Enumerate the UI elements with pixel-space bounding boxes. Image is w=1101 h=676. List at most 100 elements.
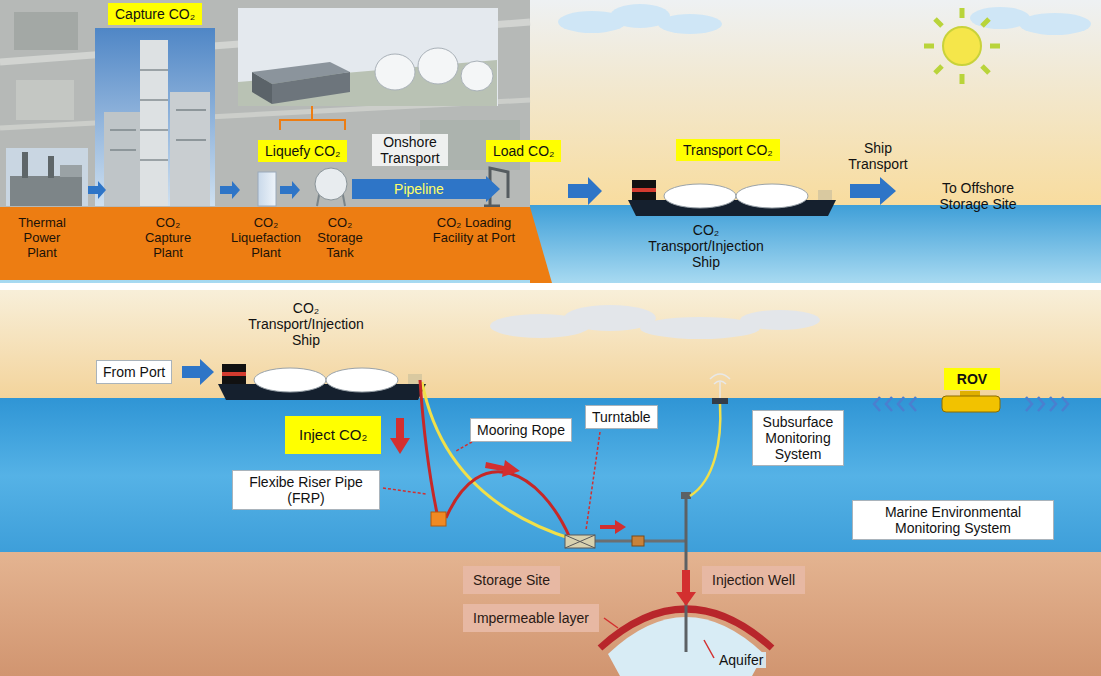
sun-disc [943,27,981,65]
pipes [110,110,206,150]
ship [628,180,836,216]
cloud [740,310,820,330]
antenna-signal [710,374,730,398]
photo-sky [6,148,88,206]
geology-tag: Injection Well [702,566,805,594]
turntable-cross [565,535,595,548]
render-wall [252,72,272,104]
facility-name: CO₂ Liquefaction Plant [223,215,309,260]
callout-box: Subsurface Monitoring System [752,410,844,466]
rov-body [942,396,1000,412]
riser-pipe [420,380,438,518]
step-tag: Load CO₂ [486,140,561,162]
sun [924,8,1000,84]
facility-name: CO₂ Capture Plant [137,215,199,260]
render-sky [238,8,498,106]
turntable [565,535,595,548]
storage-tank [315,168,347,206]
box-text: From Port [103,364,165,380]
sky [0,290,1101,400]
flow-arrow [676,570,696,606]
cloud [1019,13,1091,35]
ship-label: CO₂ Transport/Injection Ship [636,222,776,270]
flow-arrow [600,520,626,534]
callout-box: Mooring Rope [470,418,572,442]
geology-tag: Storage Site [463,566,560,594]
box-text: Storage Site [473,572,550,588]
liquefaction-plant [258,172,276,206]
box-text: Liquefy CO₂ [265,143,340,159]
flow-arrow [280,181,300,199]
motion-chevrons [1026,397,1068,411]
box-text: Pipeline [352,176,500,202]
chimney [22,152,28,178]
mooring-rope [422,382,575,540]
action-tag: Inject CO₂ [285,416,381,454]
ship-equipment [818,190,832,200]
turntable-body [565,535,595,548]
facility-band: Thermal Power PlantCO₂ Capture PlantCO₂ … [0,207,530,280]
stage-label: To Offshore Storage Site [926,180,1030,212]
step-tag: Transport CO₂ [676,139,780,161]
flow-arrow [485,460,520,477]
power-plant-photo [6,148,88,206]
flow-arrow [182,359,214,385]
valve [632,536,644,546]
callout-box: Marine Environmental Monitoring System [852,500,1054,540]
leader-line [704,640,714,658]
photo-haze [0,0,530,207]
flow-arrow [220,181,240,199]
arrow-body [352,176,500,202]
render-wall [272,72,350,104]
liquefaction-rendering [238,8,498,106]
capture-plant-photo [95,28,215,206]
box-text: ROV [951,371,993,387]
ship-tank [736,184,808,208]
ship-label: CO₂ Transport/Injection Ship [236,300,376,348]
ship-tank [664,184,736,208]
leader-lines [383,432,714,658]
photo-sky [95,28,215,206]
monitoring-cable [690,404,720,496]
plant-building [10,176,82,206]
motion-chevrons [874,397,916,411]
clouds [558,4,1091,35]
geology-tag: Impermeable layer [463,604,599,632]
ship-hull [628,200,836,216]
box-text: Mooring Rope [477,422,565,438]
leader-line [604,618,618,628]
flow-arrow [390,418,410,454]
leader-line [586,432,600,530]
box-text: Impermeable layer [473,610,589,626]
box-text: Turntable [592,409,651,425]
box-text: Load CO₂ [493,143,554,159]
riser-pipe [446,472,570,538]
callout-box: Flexibe Riser Pipe (FRP) [232,470,380,510]
aerial-photo [0,0,530,207]
sun-rays [924,8,1000,84]
plant-building [60,165,82,177]
layer-label: Aquifer [716,652,766,668]
band-slant [530,207,552,283]
monitoring-buoy [712,398,728,404]
tower-floors [140,70,168,160]
wellhead [681,492,691,499]
bracket [280,106,345,130]
cloud [658,14,722,34]
box-text: Inject CO₂ [299,426,367,444]
callout-box: Turntable [585,405,658,429]
facility-name: CO₂ Loading Facility at Port [420,215,528,245]
ship-bridge [632,180,656,200]
leader-line [383,488,426,494]
seabed [0,552,1101,676]
clouds [490,305,820,339]
sea [0,205,1101,283]
stage-label: Ship Transport [842,140,914,172]
stage-label: Onshore Transport [372,134,448,166]
box-text: Flexibe Riser Pipe (FRP) [239,474,373,506]
buoyancy-module [431,512,446,526]
step-tag: Liquefy CO₂ [258,140,347,162]
render-tank [418,48,458,84]
box-text: Capture CO₂ [115,6,195,22]
